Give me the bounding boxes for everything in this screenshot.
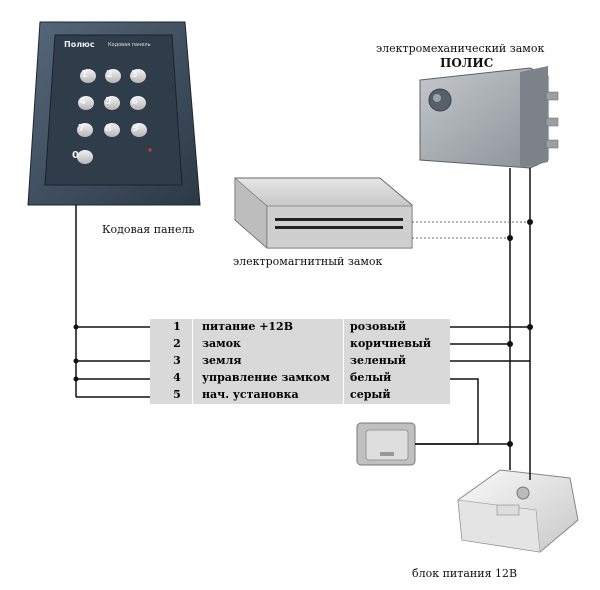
magnetic-lock-label: электромагнитный замок xyxy=(233,255,383,268)
terminal-description: управление замком xyxy=(202,371,330,384)
terminal-number: 1 xyxy=(173,320,181,333)
keypad-brand: Полюс xyxy=(64,40,95,49)
terminal-wire-color: серый xyxy=(350,388,391,401)
terminal-row: 1 питание +12В розовый xyxy=(150,319,450,336)
status-led-icon xyxy=(148,148,152,152)
keypad-key-label: 5 xyxy=(105,96,112,107)
terminal-number: 5 xyxy=(173,388,181,401)
keypad-label: Кодовая панель xyxy=(102,223,195,236)
terminal-wire-color: белый xyxy=(350,371,392,384)
terminal-wire-color: коричневый xyxy=(350,337,432,350)
mech-lock-label: электромеханический замок xyxy=(376,42,545,55)
terminal-description: земля xyxy=(202,354,242,367)
terminal-number: 4 xyxy=(173,371,181,384)
mech-lock-device xyxy=(419,66,559,169)
terminal-number: 3 xyxy=(173,354,181,367)
keypad-subtitle: Кодовая панель xyxy=(108,42,151,48)
terminal-description: питание +12В xyxy=(202,320,294,333)
magnetic-lock-wires xyxy=(412,221,530,239)
terminal-row: 3 земля зеленый xyxy=(150,353,450,370)
terminal-row: 4 управление замком белый xyxy=(150,370,450,387)
magnetic-lock-device xyxy=(234,177,413,249)
keypad-key-label: 1 xyxy=(81,69,88,80)
keypad-key-label: 8 xyxy=(105,123,112,134)
keypad-key-label: 7 xyxy=(78,123,85,134)
terminal-row: 2 замок коричневый xyxy=(150,336,450,353)
junction-dots xyxy=(73,219,533,447)
terminal-wire-color: розовый xyxy=(350,320,407,333)
keypad-key-label: 4 xyxy=(79,96,86,107)
power-supply-label: блок питания 12В xyxy=(412,567,518,580)
keypad-device xyxy=(27,21,201,206)
keypad-key-label: 0 xyxy=(72,150,79,161)
push-button-device xyxy=(356,422,416,466)
terminal-description: нач. установка xyxy=(202,388,299,401)
keypad-key-label: 6 xyxy=(131,96,138,107)
terminal-wire-color: зеленый xyxy=(350,354,407,367)
keypad-keys xyxy=(77,69,147,164)
terminal-row: 5 нач. установка серый xyxy=(150,387,450,404)
mech-lock-model: ПОЛИС xyxy=(440,56,494,70)
terminal-number: 2 xyxy=(173,337,181,350)
power-supply-device xyxy=(457,469,579,553)
keypad-key-label: 2 xyxy=(106,69,113,80)
terminal-description: замок xyxy=(202,337,241,350)
keypad-key-label: 9 xyxy=(132,123,139,134)
keypad-key-label: 3 xyxy=(131,69,138,80)
